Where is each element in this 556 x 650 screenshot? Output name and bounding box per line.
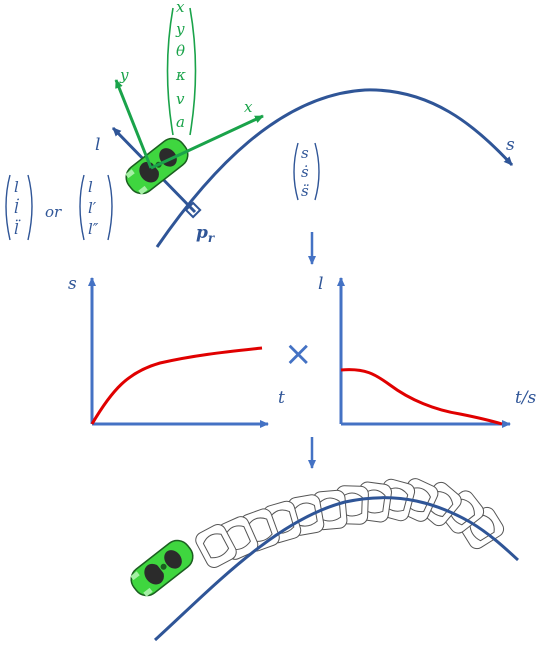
- s-dot-value: ṡ: [301, 163, 309, 181]
- car-bottom: [125, 534, 199, 602]
- projection-point-label: pr: [196, 223, 216, 245]
- state-v: v: [176, 90, 185, 108]
- reference-road-top: [155, 88, 514, 248]
- l-prime-value: l′: [88, 199, 97, 217]
- l-value: l: [14, 178, 19, 196]
- right-plot-xlabel: t/s: [515, 388, 537, 408]
- right-angle-marker: [184, 201, 202, 219]
- l-dot-value: l̇: [14, 199, 20, 217]
- state-x: x: [176, 0, 185, 16]
- right-plot: l t/s: [318, 274, 537, 428]
- s-value: s: [301, 144, 309, 162]
- l-double-prime-value: l″: [88, 220, 99, 238]
- state-theta: θ: [176, 42, 185, 60]
- l-space-value: l: [88, 178, 93, 196]
- left-plot: s t: [68, 274, 285, 428]
- cartesian-y-label: y: [119, 66, 129, 84]
- cartesian-state-vector: x y θ κ v a: [166, 0, 197, 136]
- l-space-vector: l l′ l″: [79, 174, 113, 241]
- s-state-vector: s ṡ s̈: [293, 142, 320, 201]
- reference-road-bottom: [153, 496, 520, 642]
- left-plot-ylabel: s: [68, 274, 77, 294]
- state-y: y: [175, 20, 185, 38]
- cartesian-x-label: x: [244, 98, 253, 116]
- bottom-section: [125, 475, 520, 642]
- s-ddot-value: s̈: [301, 182, 309, 200]
- right-plot-curve: [340, 368, 503, 426]
- frenet-s-label: s: [506, 135, 515, 155]
- state-kappa: κ: [175, 66, 186, 84]
- times-symbol: ×: [284, 334, 313, 374]
- frenet-l-label: l: [95, 135, 100, 155]
- left-plot-curve: [90, 346, 263, 425]
- cartesian-y-axis: [114, 79, 153, 169]
- l-time-vector: l l̇ l̈: [5, 174, 33, 241]
- top-section: y x l s pr x y θ κ v a s ṡ s̈ l: [5, 0, 515, 248]
- right-plot-ylabel: l: [318, 274, 323, 294]
- cartesian-x-axis: [150, 114, 264, 170]
- ghost-car-trajectory: [192, 475, 508, 571]
- or-text: or: [45, 203, 62, 221]
- state-a: a: [176, 113, 185, 131]
- l-ddot-value: l̈: [14, 220, 21, 238]
- left-plot-xlabel: t: [278, 388, 285, 408]
